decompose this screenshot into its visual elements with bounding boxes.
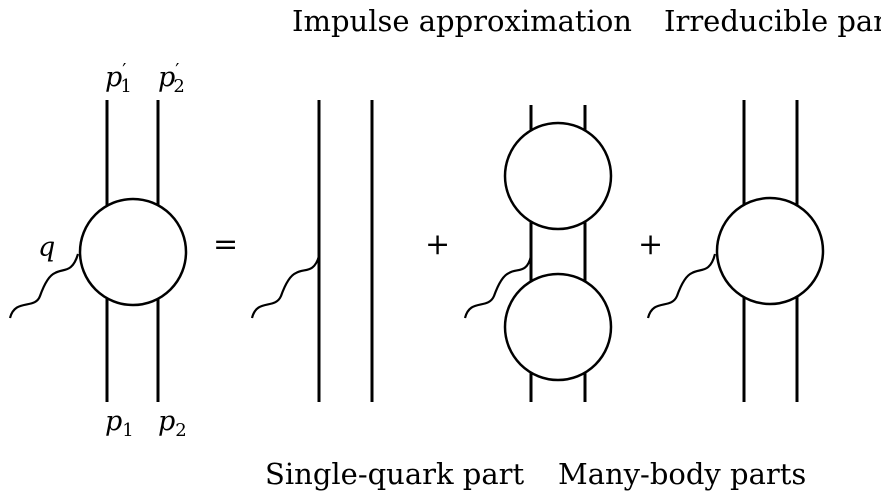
photon-line [646,253,717,319]
outgoing-momentum-label-1: p′1 [105,60,132,97]
lower-interaction-blob [503,272,613,382]
full-vertex-blob [78,197,188,307]
incoming-momentum-label-2: p2 [158,406,187,441]
irreducible-part-diagram [646,100,825,402]
photon-momentum-label: q [38,232,55,263]
incoming-momentum-label-1: p1 [105,406,134,441]
impulse-approximation-heading: Impulse approximation [292,4,632,38]
single-quark-diagram [250,100,374,402]
upper-interaction-blob [503,121,613,231]
photon-line [463,255,533,319]
photon-line [250,255,321,319]
plus-sign-1: + [425,227,450,262]
many-body-diagram [463,105,613,402]
single-quark-part-heading: Single-quark part [265,457,525,491]
equals-sign: = [213,227,238,262]
plus-sign-2: + [638,227,663,262]
full-vertex-diagram: q p′1 p′2 p1 p2 [8,60,188,441]
photon-line [8,253,80,319]
many-body-parts-heading: Many-body parts [558,457,806,491]
outgoing-momentum-label-2: p′2 [158,60,185,97]
irreducible-vertex-blob [715,196,825,306]
irreducible-part-heading: Irreducible part [664,4,881,38]
